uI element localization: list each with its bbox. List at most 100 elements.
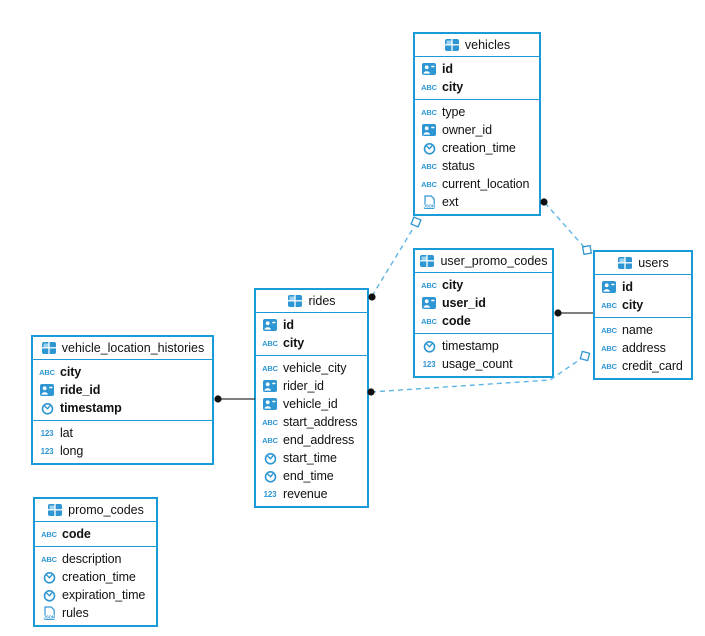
field-row-timestamp[interactable]: timestamp (33, 399, 212, 417)
table-header: promo_codes (35, 499, 156, 522)
field-name: creation_time (62, 570, 136, 584)
abc-text-type-icon: ABC (601, 326, 617, 335)
clock-time-type-icon (41, 571, 57, 584)
field-name: rider_id (283, 379, 324, 393)
svg-text:JSON: JSON (43, 614, 54, 619)
abc-text-type-icon: ABC (41, 554, 57, 564)
relationship-line-vehicles-users (544, 202, 585, 248)
field-row-rider_id[interactable]: rider_id (256, 377, 367, 395)
abc-text-type-icon: ABC (41, 529, 57, 539)
abc-text-type-icon: ABC (421, 281, 437, 290)
field-row-owner_id[interactable]: owner_id (415, 121, 539, 139)
field-row-user_id[interactable]: user_id (415, 294, 552, 312)
field-name: credit_card (622, 359, 683, 373)
field-name: user_id (442, 296, 486, 310)
field-name: address (622, 341, 666, 355)
field-row-description[interactable]: ABC description (35, 550, 156, 568)
field-name: description (62, 552, 122, 566)
field-name: ext (442, 195, 459, 209)
field-name: status (442, 159, 475, 173)
table-grid-icon (47, 504, 63, 516)
clock-time-type-icon (421, 142, 437, 155)
field-name: city (60, 365, 82, 379)
field-row-vehicle_id[interactable]: vehicle_id (256, 395, 367, 413)
id-badge-icon (262, 398, 278, 410)
field-row-id[interactable]: id (256, 316, 367, 334)
field-row-id[interactable]: id (595, 278, 691, 296)
abc-text-type-icon: ABC (41, 555, 57, 564)
field-name: timestamp (442, 339, 499, 353)
abc-text-type-icon: ABC (262, 418, 278, 427)
field-row-creation_time[interactable]: creation_time (35, 568, 156, 586)
clock-time-type-icon (262, 470, 278, 483)
field-row-ride_id[interactable]: ride_id (33, 381, 212, 399)
abc-text-type-icon: ABC (421, 280, 437, 290)
123-numeric-type-icon: 123 (40, 428, 54, 438)
field-row-start_time[interactable]: start_time (256, 449, 367, 467)
123-numeric-type-icon: 123 (40, 446, 54, 456)
columns-section: ABC description creation_time expiration_ti… (35, 546, 156, 625)
table-title: vehicle_location_histories (61, 341, 205, 355)
table-grid-icon (444, 39, 460, 51)
abc-text-type-icon: ABC (601, 343, 617, 353)
field-row-address[interactable]: ABC address (595, 339, 691, 357)
table-grid-icon (419, 255, 435, 267)
abc-text-type-icon: ABC (421, 82, 437, 92)
abc-text-type-icon: ABC (601, 344, 617, 353)
table-title: user_promo_codes (440, 254, 548, 268)
field-row-creation_time[interactable]: creation_time (415, 139, 539, 157)
relationship-endpoint-dot (368, 293, 376, 301)
field-row-expiration_time[interactable]: expiration_time (35, 586, 156, 604)
abc-text-type-icon: ABC (601, 325, 617, 335)
field-name: vehicle_city (283, 361, 347, 375)
abc-text-type-icon: ABC (39, 368, 55, 377)
field-row-timestamp[interactable]: timestamp (415, 337, 552, 355)
123-numeric-type-icon: 123 (39, 447, 55, 456)
field-row-city[interactable]: ABC city (33, 363, 212, 381)
field-row-id[interactable]: id (415, 60, 539, 78)
relationship-endpoint-square (581, 244, 593, 256)
table-title: promo_codes (68, 503, 144, 517)
field-row-end_time[interactable]: end_time (256, 467, 367, 485)
field-name: expiration_time (62, 588, 146, 602)
table-grid-icon (617, 257, 633, 269)
field-name: vehicle_id (283, 397, 338, 411)
field-name: end_address (283, 433, 355, 447)
123-numeric-type-icon: 123 (262, 490, 278, 499)
field-row-status[interactable]: ABC status (415, 157, 539, 175)
abc-text-type-icon: ABC (421, 162, 437, 171)
table-title: vehicles (464, 38, 511, 52)
table-header: user_promo_codes (415, 250, 552, 273)
relationship-line-rides-vehicles (371, 226, 415, 297)
